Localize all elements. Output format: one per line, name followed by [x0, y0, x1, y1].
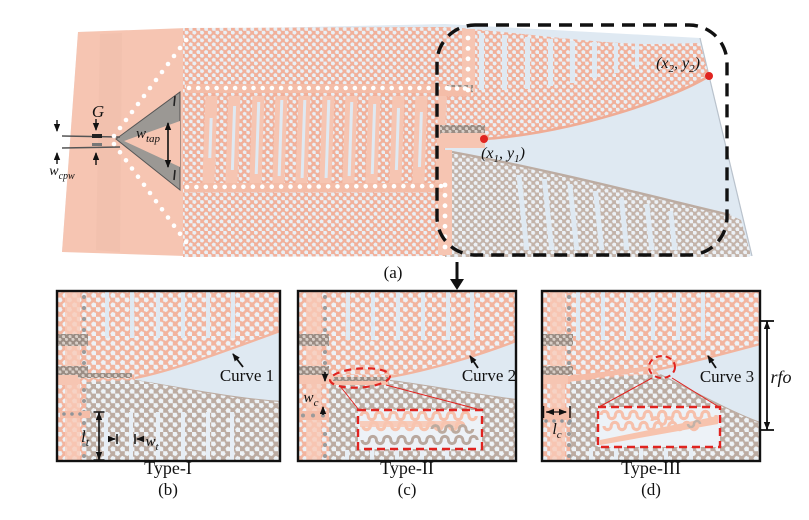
svg-text:Type-II: Type-II	[380, 458, 434, 478]
svg-text:lt: lt	[81, 427, 90, 449]
svg-text:Curve 1: Curve 1	[220, 366, 274, 385]
svg-text:(c): (c)	[398, 480, 417, 499]
svg-text:(b): (b)	[158, 480, 178, 499]
svg-text:lc: lc	[552, 421, 561, 441]
svg-text:Curve 2: Curve 2	[462, 366, 516, 385]
svg-text:Type-III: Type-III	[621, 458, 681, 478]
svg-text:(a): (a)	[384, 263, 403, 282]
svg-text:(x2, y2): (x2, y2)	[656, 55, 700, 75]
svg-text:G: G	[92, 102, 104, 121]
svg-text:(x1, y1): (x1, y1)	[481, 145, 525, 165]
svg-text:rfo: rfo	[770, 367, 791, 387]
svg-text:Curve 3: Curve 3	[700, 367, 754, 386]
svg-text:Type-I: Type-I	[144, 458, 192, 478]
svg-text:(d): (d)	[641, 480, 661, 499]
